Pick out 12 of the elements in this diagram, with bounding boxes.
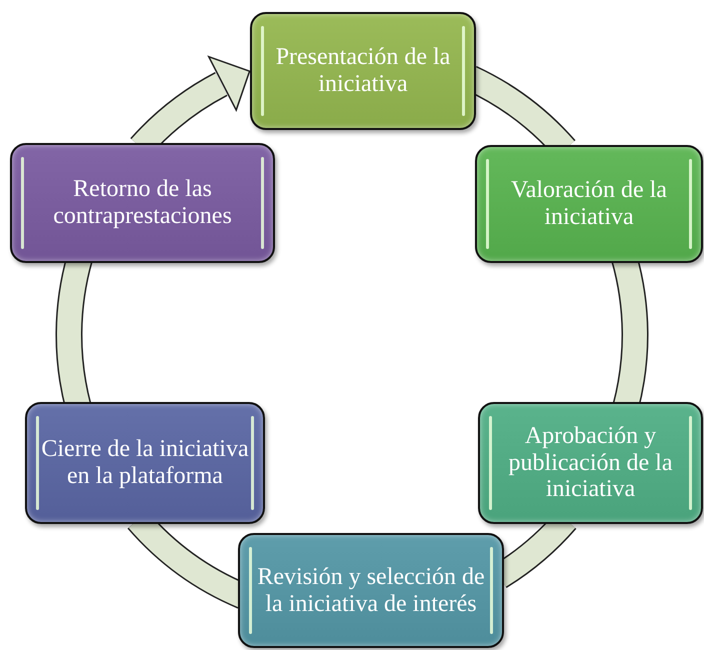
process-box	[10, 143, 275, 263]
step-label: Retorno de las contraprestaciones	[52, 176, 233, 230]
process-box	[238, 533, 504, 648]
step-label: Aprobación y publicación de la iniciativa	[508, 422, 674, 504]
process-box	[478, 402, 703, 524]
step-label: Cierre de la iniciativa en la plataforma	[41, 436, 249, 490]
process-box	[250, 12, 476, 130]
step-label: Revisión y selección de la iniciativa de interés	[256, 564, 486, 618]
process-box	[475, 145, 703, 263]
process-box	[25, 402, 265, 524]
step-label: Presentación de la iniciativa	[274, 44, 452, 98]
step-label: Valoración de la iniciativa	[510, 177, 668, 231]
